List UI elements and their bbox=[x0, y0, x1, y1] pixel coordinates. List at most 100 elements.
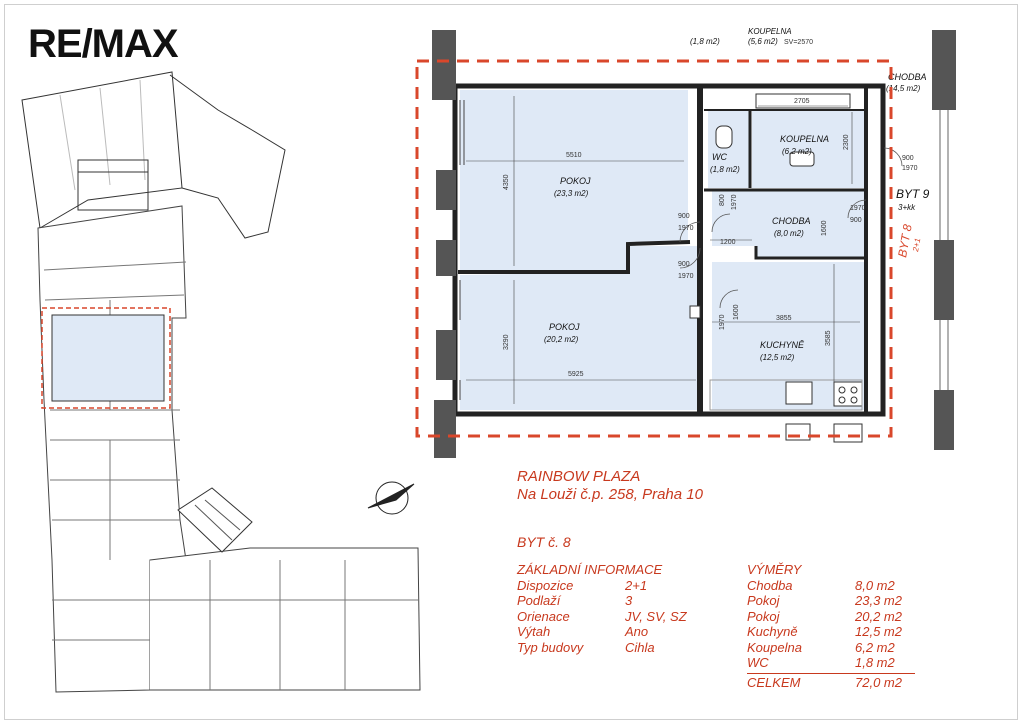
area-value: 1,8 m2 bbox=[855, 655, 895, 670]
area-label: Chodba bbox=[747, 577, 793, 593]
areas-heading: VÝMĚRY bbox=[747, 562, 802, 577]
dim-3290: 3290 bbox=[503, 334, 510, 350]
dimension-labels: 5510 4350 5925 3290 2705 2300 1200 3855 … bbox=[503, 98, 918, 378]
facade-left bbox=[432, 30, 456, 458]
area-row: Chodba 8,0 m2 bbox=[747, 578, 915, 594]
dim-1970-b: 1970 bbox=[678, 273, 694, 280]
top-koupelna-label: KOUPELNA bbox=[748, 27, 792, 36]
dim-5925: 5925 bbox=[568, 371, 584, 378]
dim-1200: 1200 bbox=[720, 239, 736, 246]
overview-unit-boundary bbox=[41, 307, 171, 409]
dim-2705: 2705 bbox=[794, 98, 810, 105]
basic-info-value: Ano bbox=[625, 624, 649, 639]
area-value: 6,2 m2 bbox=[855, 639, 895, 655]
north-arrow-icon bbox=[367, 481, 415, 515]
dim-900-b: 900 bbox=[678, 261, 690, 268]
unit-title: BYT č. 8 bbox=[517, 534, 571, 550]
dim-800: 1600 bbox=[733, 304, 740, 320]
room-wc-area: (1,8 m2) bbox=[710, 165, 740, 174]
room-pokoj-1-name: POKOJ bbox=[560, 176, 591, 186]
facade-right bbox=[932, 30, 956, 450]
window-lines bbox=[459, 100, 465, 400]
dim-2300: 2300 bbox=[843, 134, 850, 150]
area-total-label: CELKEM bbox=[747, 674, 801, 690]
dim-1600: 1600 bbox=[821, 220, 828, 236]
byt8-label: BYT 8 bbox=[895, 223, 915, 259]
dim-1970-a: 1970 bbox=[678, 225, 694, 232]
top-koupelna-area: (5,6 m2) bbox=[748, 37, 778, 46]
basic-info-label: Typ budovy bbox=[517, 639, 584, 655]
area-label: Koupelna bbox=[747, 639, 802, 655]
dim-3855: 3855 bbox=[776, 315, 792, 322]
basic-info-row: Výtah Ano bbox=[517, 624, 725, 640]
unit-boundary bbox=[415, 59, 893, 438]
hall-area: (14,5 m2) bbox=[886, 84, 921, 93]
basic-info-value: Cihla bbox=[625, 639, 655, 655]
room-fills bbox=[460, 90, 864, 410]
basic-info-row: Orienace JV, SV, SZ bbox=[517, 609, 725, 625]
dim-3585: 3585 bbox=[825, 330, 832, 346]
room-kuchyne-area: (12,5 m2) bbox=[760, 353, 795, 362]
basic-info-row: Dispozice 2+1 bbox=[517, 578, 725, 594]
room-pokoj-2-area: (20,2 m2) bbox=[544, 335, 579, 344]
dim-900-d: 900 bbox=[902, 155, 914, 162]
door-swings bbox=[679, 147, 903, 309]
basic-info-label: Orienace bbox=[517, 608, 570, 624]
byt8-type: 2+1 bbox=[911, 237, 922, 253]
area-value: 23,3 m2 bbox=[855, 593, 902, 608]
basic-info-value: 3 bbox=[625, 593, 633, 608]
area-label: Pokoj bbox=[747, 593, 780, 608]
dimension-lines bbox=[466, 96, 860, 404]
area-value: 12,5 m2 bbox=[855, 624, 902, 639]
byt9-type: 3+kk bbox=[898, 203, 916, 212]
basic-info-row: Typ budovy Cihla bbox=[517, 640, 725, 656]
area-total-row: CELKEM 72,0 m2 bbox=[747, 672, 915, 691]
basic-info-label: Podlaží bbox=[517, 593, 561, 608]
dim-5510: 5510 bbox=[566, 152, 582, 159]
top-wc-area: (1,8 m2) bbox=[690, 37, 720, 46]
remax-logo: RE/MAX bbox=[28, 22, 179, 66]
room-chodba-area: (8,0 m2) bbox=[774, 229, 804, 238]
dim-4350: 4350 bbox=[503, 174, 510, 190]
area-value: 20,2 m2 bbox=[855, 608, 902, 624]
dim-900-c: 900 bbox=[850, 217, 862, 224]
neighbor-labels: CHODBA (14,5 m2) BYT 9 3+kk BYT 8 2+1 (1… bbox=[690, 27, 930, 259]
room-chodba-name: CHODBA bbox=[772, 216, 811, 226]
basic-info-value: JV, SV, SZ bbox=[625, 608, 687, 624]
area-label: Kuchyně bbox=[747, 624, 798, 639]
areas-table: VÝMĚRY Chodba 8,0 m2 Pokoj 23,3 m2 Pokoj 20… bbox=[747, 562, 915, 690]
basic-info: ZÁKLADNÍ INFORMACE Dispozice 2+1 Podlaží 3… bbox=[517, 562, 725, 655]
area-label: Pokoj bbox=[747, 608, 780, 624]
area-value: 8,0 m2 bbox=[855, 577, 895, 593]
overview-unit-fill bbox=[51, 314, 165, 402]
basic-info-label: Dispozice bbox=[517, 577, 574, 593]
page-frame bbox=[4, 4, 1018, 720]
project-name: RAINBOW PLAZA bbox=[517, 468, 641, 485]
dim-1970-d: 1970 bbox=[719, 314, 726, 330]
project-address: Na Louži č.p. 258, Praha 10 bbox=[517, 486, 703, 503]
basic-info-label: Výtah bbox=[517, 624, 551, 639]
hall-label: CHODBA bbox=[888, 72, 927, 82]
dim-1970-c: 1970 bbox=[731, 194, 738, 210]
area-row: Pokoj 23,3 m2 bbox=[747, 593, 915, 609]
basic-info-row: Podlaží 3 bbox=[517, 593, 725, 609]
dim-1970-f: 1970 bbox=[902, 165, 918, 172]
byt9-label: BYT 9 bbox=[896, 187, 930, 201]
area-row: WC 1,8 m2 bbox=[747, 655, 915, 671]
room-pokoj-1-area: (23,3 m2) bbox=[554, 189, 589, 198]
basic-info-value: 2+1 bbox=[625, 577, 648, 593]
dim-700: 800 bbox=[719, 194, 726, 206]
area-row: Pokoj 20,2 m2 bbox=[747, 609, 915, 625]
room-pokoj-2-name: POKOJ bbox=[549, 322, 580, 332]
area-row: Koupelna 6,2 m2 bbox=[747, 640, 915, 656]
area-label: WC bbox=[747, 655, 769, 670]
area-row: Kuchyně 12,5 m2 bbox=[747, 624, 915, 640]
basic-info-heading: ZÁKLADNÍ INFORMACE bbox=[517, 562, 663, 577]
area-total-value: 72,0 m2 bbox=[855, 674, 902, 690]
dim-1970-e: 1970 bbox=[850, 205, 866, 212]
room-koupelna-area: (6,2 m2) bbox=[782, 147, 812, 156]
room-kuchyne-name: KUCHYNĚ bbox=[760, 340, 805, 350]
room-wc-name: WC bbox=[712, 152, 727, 162]
dim-900-a: 900 bbox=[678, 213, 690, 220]
